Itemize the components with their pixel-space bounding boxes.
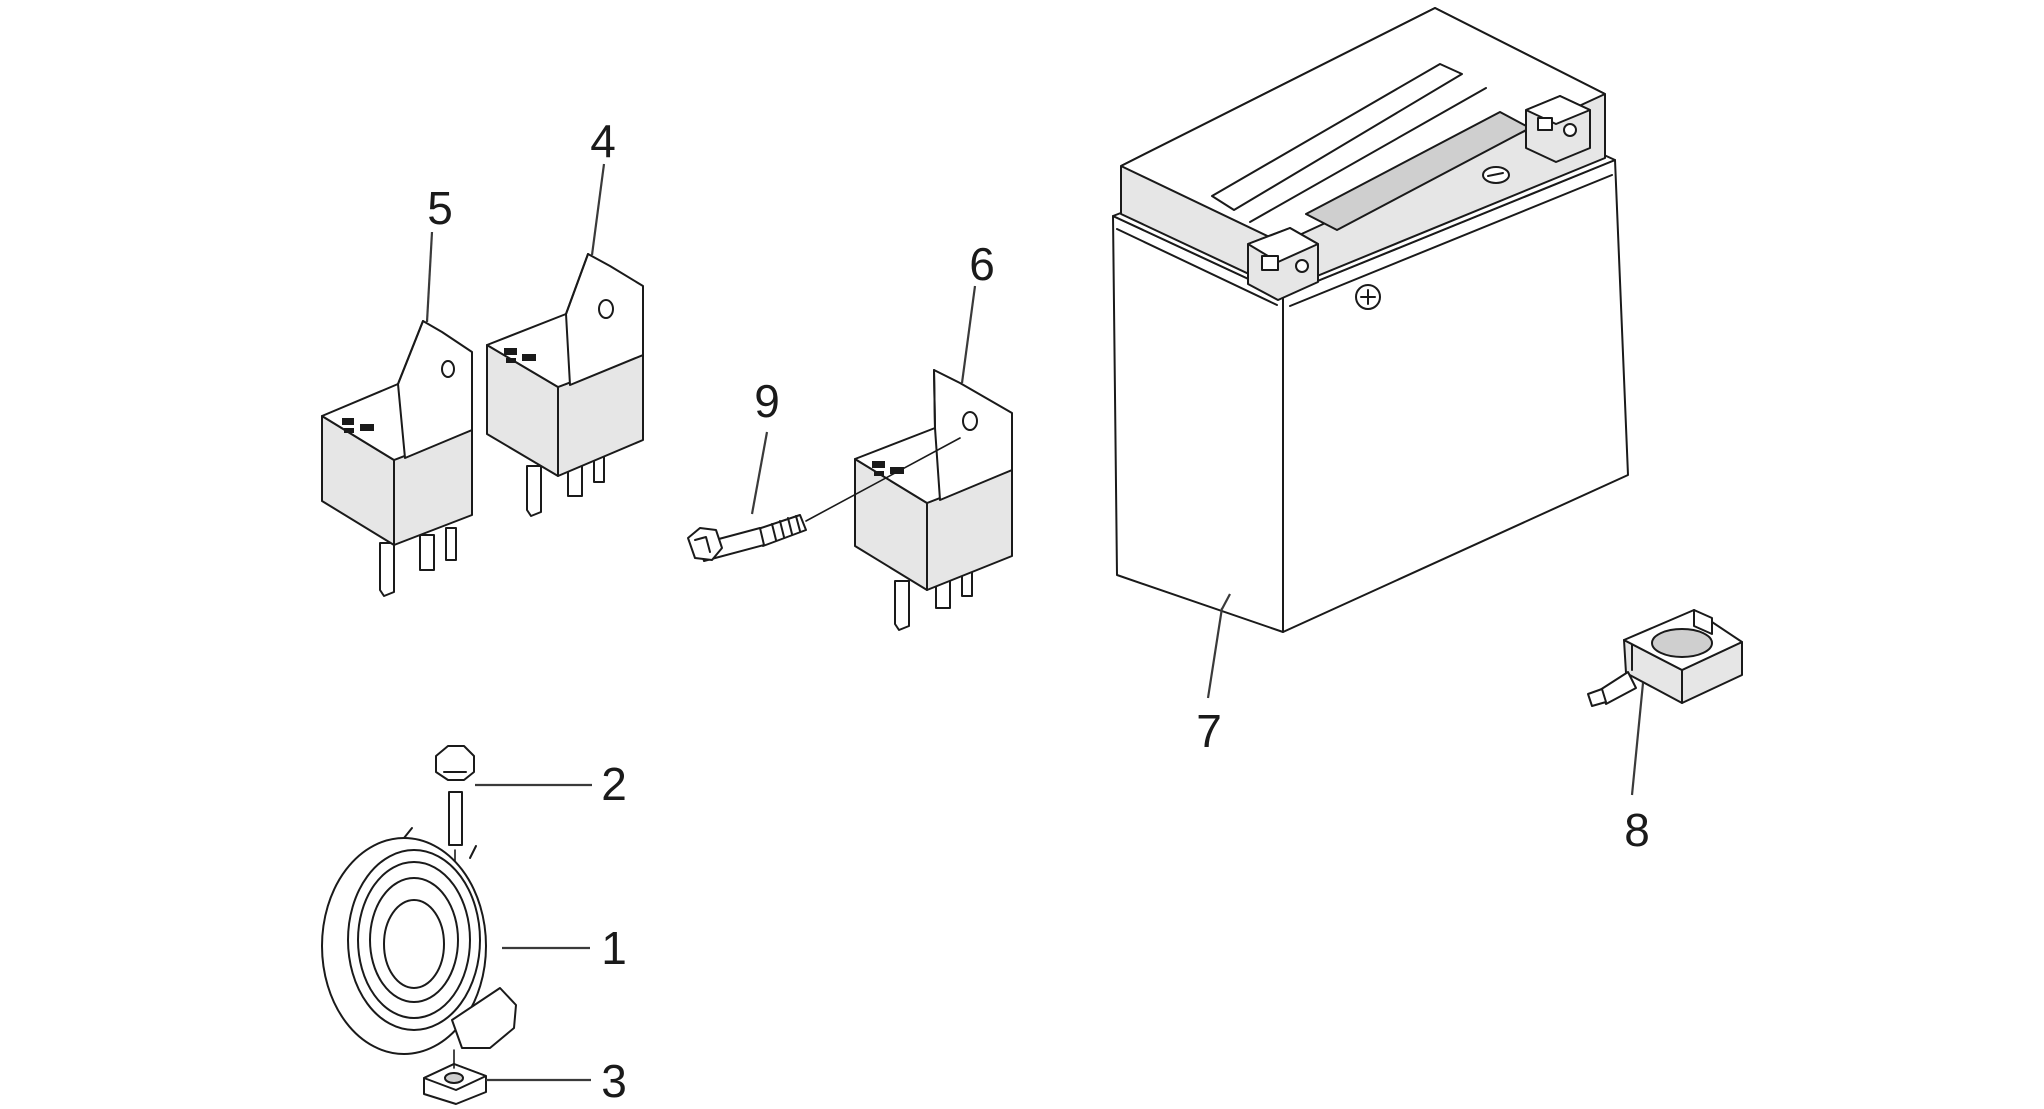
clip-nut-part-3 <box>423 1049 487 1105</box>
connector-part-8 <box>1587 609 1743 707</box>
callout-9: 9 <box>754 375 780 427</box>
battery-part-7 <box>1112 7 1629 633</box>
callout-3: 3 <box>601 1055 627 1107</box>
leader-line-6 <box>960 285 977 384</box>
callout-labels: 5 4 6 9 7 8 2 1 3 <box>427 115 1650 1107</box>
leader-line-9 <box>750 431 769 515</box>
callout-8: 8 <box>1624 804 1650 856</box>
callout-5: 5 <box>427 182 453 234</box>
relay-part-6 <box>854 369 1013 631</box>
leader-line-5 <box>425 231 434 323</box>
relay-part-4 <box>486 253 644 517</box>
callout-4: 4 <box>590 115 616 167</box>
callout-6: 6 <box>969 238 995 290</box>
callout-7: 7 <box>1196 705 1222 757</box>
bolt-part-9 <box>687 437 961 562</box>
horn-part-1 <box>321 827 517 1055</box>
leader-line-7 <box>1221 593 1231 610</box>
callout-1: 1 <box>601 922 627 974</box>
leader-lines <box>425 163 1645 1082</box>
leader-line-4 <box>590 163 606 256</box>
callout-2: 2 <box>601 758 627 810</box>
leader-line-7b <box>1206 607 1224 699</box>
leader-line-8 <box>1630 682 1645 796</box>
relay-part-5 <box>321 320 473 597</box>
